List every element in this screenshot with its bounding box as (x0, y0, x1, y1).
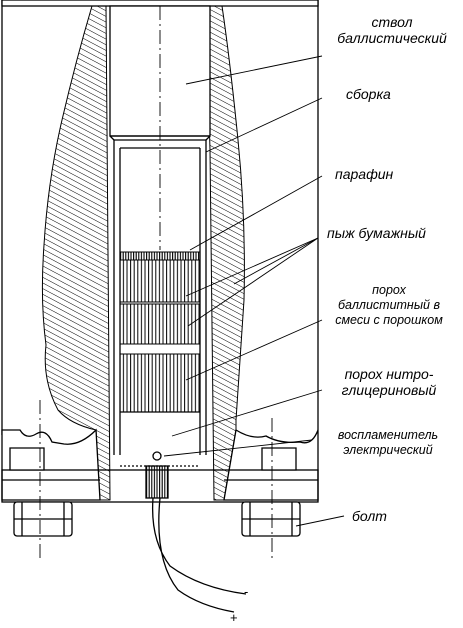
nut-right (261, 447, 297, 471)
barrel-wall-right (205, 5, 245, 501)
housing-cap (1, 0, 319, 7)
label-paper-wad: пыж бумажный (327, 225, 426, 241)
ballistite-powder-charge (119, 303, 201, 345)
label-igniter: воспламенитель электрический (337, 428, 439, 457)
label-barrel: ствол баллистический (337, 14, 447, 46)
sleeve-wall-left (113, 140, 121, 455)
paraffin-layer (119, 259, 201, 303)
leader-nitroglycerin (171, 389, 323, 437)
nitroglycerin-powder-charge (119, 353, 201, 413)
label-paraffin: парафин (335, 166, 394, 182)
sleeve-wall-right (199, 140, 207, 455)
igniter-wires (151, 497, 247, 613)
label-bolt: болт (352, 508, 387, 524)
igniter-plug (145, 465, 169, 499)
label-nitroglycerin-powder: порох нитро- глицериновый (341, 366, 437, 398)
leader-barrel (185, 55, 323, 85)
leader-igniter (163, 439, 313, 457)
igniter-bead (152, 451, 162, 461)
wire-minus-sign: - (244, 584, 249, 599)
leader-assembly (205, 97, 323, 153)
leader-ballistite (185, 319, 323, 381)
barrel-wall-left (41, 5, 111, 501)
housing-outline (1, 0, 319, 435)
leader-wad-3 (233, 237, 319, 285)
label-assembly: сборка (346, 86, 391, 102)
leader-paraffin (189, 175, 323, 251)
leader-bolt (295, 515, 345, 527)
leader-wad-1 (185, 237, 319, 297)
label-ballistite-powder: порох баллиститный в смеси с порошком (335, 283, 443, 327)
leader-wad-2 (187, 237, 319, 327)
paper-wad (119, 251, 201, 261)
nut-left (9, 447, 45, 471)
wire-plus-sign: + (230, 610, 238, 625)
